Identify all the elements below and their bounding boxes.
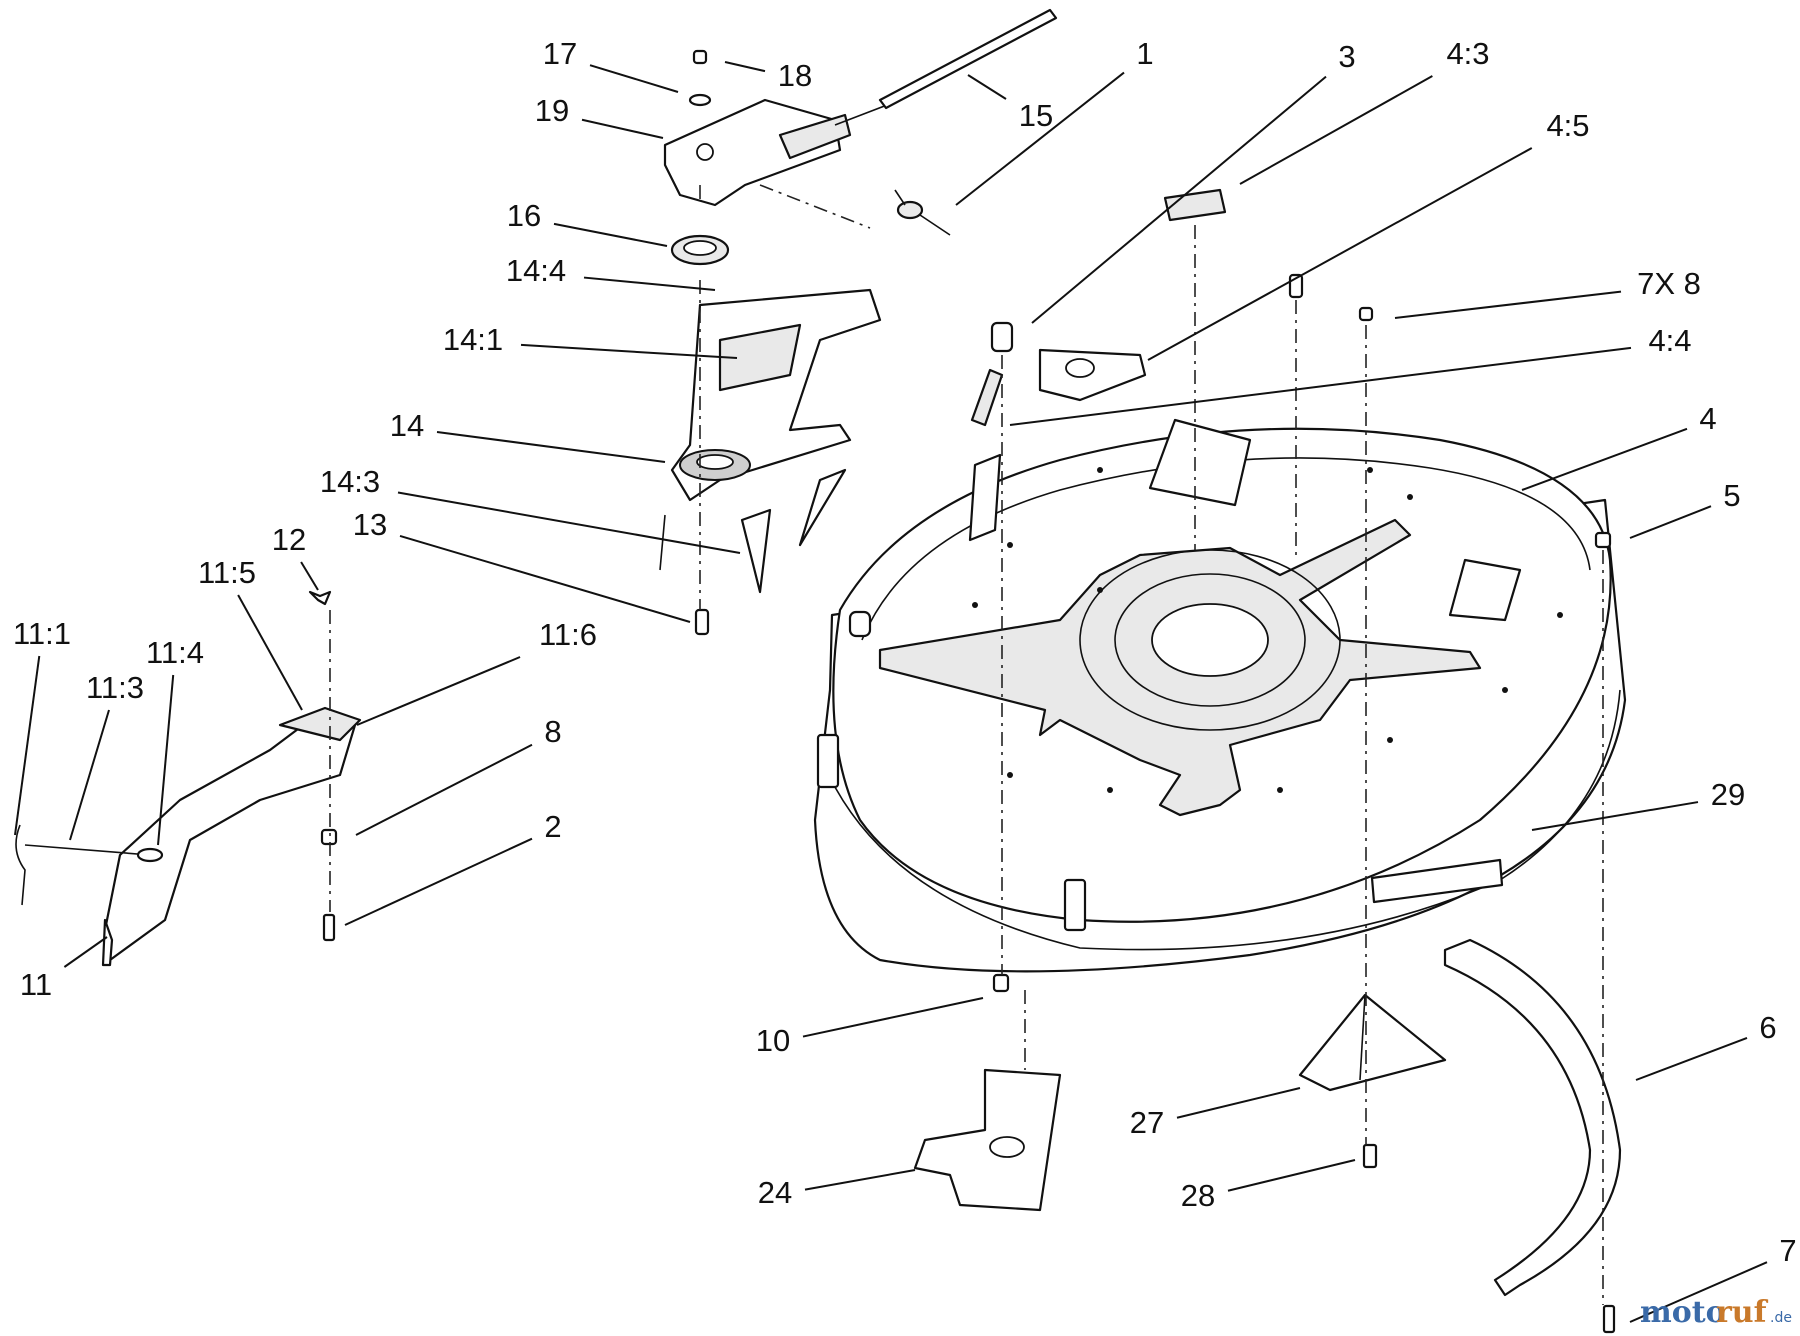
callout-label-c11: 11 (20, 967, 52, 1002)
callout-label-c4_5: 4:5 (1546, 108, 1589, 143)
leader-line-c12 (300, 561, 319, 591)
callout-label-c13: 13 (353, 507, 387, 542)
leader-line-c14_1 (520, 343, 738, 359)
leader-line-c11_4 (157, 674, 175, 846)
leader-line-c3 (1031, 75, 1327, 324)
leader-line-c28 (1227, 1159, 1356, 1192)
callout-label-c4_3: 4:3 (1446, 36, 1489, 71)
belt-guard-strap-part-6 (1443, 938, 1622, 1297)
callout-label-c3: 3 (1338, 39, 1355, 74)
callout-label-c17: 17 (543, 36, 577, 71)
watermark-brand-b: ruf (1716, 1295, 1769, 1330)
leader-line-c4 (1521, 427, 1688, 491)
leader-line-c24 (804, 1169, 916, 1191)
leader-line-c11_6 (356, 656, 521, 726)
leader-line-c27 (1176, 1087, 1301, 1119)
leader-line-c8 (355, 743, 533, 836)
callout-label-c2: 2 (544, 809, 561, 844)
leader-line-c14_4 (583, 276, 716, 291)
callout-label-c4: 4 (1699, 401, 1716, 436)
callout-label-c11_4: 11:4 (146, 635, 204, 670)
torsion-spring-part-1 (894, 189, 951, 236)
callout-label-c7: 7 (1779, 1233, 1796, 1268)
leader-line-c11_1 (14, 655, 41, 836)
discharge-deflector-part-11 (15, 706, 362, 967)
leader-line-c1 (955, 71, 1125, 206)
callout-label-c11_1: 11:1 (13, 616, 71, 651)
leader-line-c7 (1629, 1261, 1768, 1323)
callout-label-c1: 1 (1136, 36, 1153, 71)
callout-label-c6: 6 (1759, 1010, 1776, 1045)
leader-line-c11_5 (237, 594, 303, 711)
callout-label-c27: 27 (1130, 1105, 1164, 1140)
leader-line-c14 (436, 430, 666, 463)
callout-label-c12: 12 (272, 522, 306, 557)
callout-label-c10: 10 (756, 1023, 790, 1058)
callout-label-c11_3: 11:3 (86, 670, 144, 705)
leader-line-c6 (1635, 1037, 1748, 1081)
callout-label-c28: 28 (1181, 1178, 1215, 1213)
fasteners-parts-12-8-2 (308, 590, 338, 942)
leader-line-c5 (1629, 505, 1712, 539)
deflector-cone-part-27 (992, 973, 1447, 1169)
leader-line-c10 (802, 997, 984, 1038)
leader-line-c13 (399, 534, 691, 623)
callout-label-c29: 29 (1711, 777, 1745, 812)
callout-label-c16: 16 (507, 198, 541, 233)
callout-label-c19: 19 (535, 93, 569, 128)
leader-line-c14_3 (397, 491, 741, 554)
leader-line-c7x8 (1394, 290, 1622, 319)
callout-leaders (14, 61, 1768, 1323)
leader-line-c29 (1531, 801, 1699, 831)
baffle-part-24 (913, 1068, 1062, 1212)
callout-label-c4_4: 4:4 (1648, 323, 1691, 358)
mower-deck-part-4 (813, 418, 1627, 973)
callout-label-c11_6: 11:6 (539, 617, 597, 652)
assembly-centerlines (329, 184, 1604, 1305)
callout-label-c14_4: 14:4 (506, 253, 566, 288)
control-rod-part-15 (878, 8, 1058, 110)
leader-line-c15 (967, 74, 1007, 100)
leader-line-c11 (63, 936, 108, 968)
leader-line-c11_3 (69, 709, 110, 841)
leader-line-c4_4 (1009, 346, 1632, 426)
leader-line-c2 (344, 837, 533, 926)
leader-line-c16 (553, 222, 668, 247)
nut-washer-parts-17-18 (688, 49, 712, 107)
decals-parts-4-3-4-4-4-5 (970, 188, 1227, 427)
callout-label-c7x8: 7X 8 (1637, 266, 1701, 301)
callout-label-c5: 5 (1723, 478, 1740, 513)
callout-label-c18: 18 (778, 58, 812, 93)
callout-label-c24: 24 (758, 1175, 792, 1210)
callout-label-c14_1: 14:1 (443, 322, 503, 357)
callout-label-c14_3: 14:3 (320, 464, 380, 499)
watermark-suffix: .de (1770, 1310, 1792, 1326)
leader-line-c19 (581, 118, 664, 139)
chute-bracket-part-14 (659, 288, 882, 594)
bolt-part-13 (694, 608, 710, 636)
motoruf-watermark: moto ruf .de (1640, 1295, 1792, 1330)
leader-line-c18 (724, 61, 766, 73)
leader-line-c17 (589, 64, 679, 93)
leader-line-c4_5 (1147, 147, 1533, 361)
callout-label-c11_5: 11:5 (198, 555, 256, 590)
watermark-brand-a: moto (1640, 1295, 1726, 1330)
bushing-part-16 (670, 234, 730, 266)
callout-label-c14: 14 (390, 408, 424, 443)
leader-line-c4_3 (1239, 75, 1433, 185)
callout-label-c15: 15 (1019, 98, 1053, 133)
callout-label-c8: 8 (544, 714, 561, 749)
